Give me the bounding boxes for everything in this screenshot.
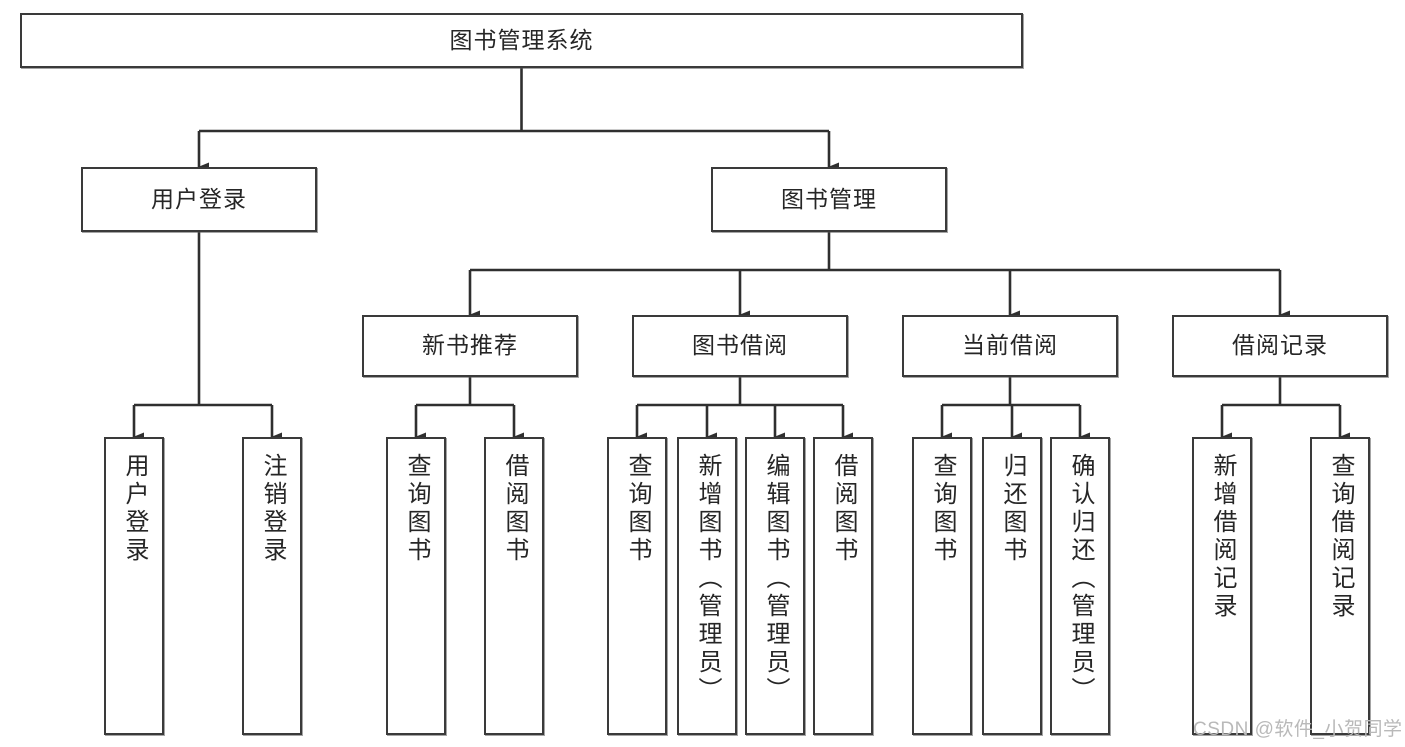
node-leaf_br_query[interactable]: 查询借阅记录 — [1310, 437, 1370, 735]
node-label-current_borrow: 当前借阅 — [962, 332, 1058, 359]
node-label-book_borrow: 图书借阅 — [692, 332, 788, 359]
node-leaf_cb_return[interactable]: 归还图书 — [982, 437, 1042, 735]
node-label-book_mgmt: 图书管理 — [781, 185, 877, 212]
node-leaf_cb_confirm[interactable]: 确认归还（管理员） — [1050, 437, 1110, 735]
node-label-leaf_bb_add: 新增图书（管理员） — [694, 453, 721, 705]
node-leaf_br_add[interactable]: 新增借阅记录 — [1192, 437, 1252, 735]
node-label-user_login: 用户登录 — [151, 185, 247, 212]
node-book_borrow[interactable]: 图书借阅 — [632, 315, 848, 377]
node-new_book_rec[interactable]: 新书推荐 — [362, 315, 578, 377]
node-leaf_cb_query[interactable]: 查询图书 — [912, 437, 972, 735]
node-label-root: 图书管理系统 — [449, 26, 594, 53]
node-label-leaf_user_login: 用户登录 — [121, 453, 148, 565]
node-leaf_bb_add[interactable]: 新增图书（管理员） — [677, 437, 737, 735]
node-label-leaf_bb_borrow: 借阅图书 — [830, 453, 857, 565]
node-label-leaf_br_add: 新增借阅记录 — [1209, 453, 1236, 621]
node-leaf_user_login[interactable]: 用户登录 — [104, 437, 164, 735]
node-label-leaf_cb_confirm: 确认归还（管理员） — [1067, 453, 1094, 705]
node-leaf_bb_query[interactable]: 查询图书 — [607, 437, 667, 735]
node-current_borrow[interactable]: 当前借阅 — [902, 315, 1118, 377]
node-label-leaf_cb_query: 查询图书 — [929, 453, 956, 565]
node-label-leaf_rec_query: 查询图书 — [403, 453, 430, 565]
connector-lines — [132, 68, 1350, 442]
node-user_login[interactable]: 用户登录 — [81, 167, 317, 232]
node-label-leaf_br_query: 查询借阅记录 — [1327, 453, 1354, 621]
node-label-leaf_bb_query: 查询图书 — [624, 453, 651, 565]
node-leaf_user_logout[interactable]: 注销登录 — [242, 437, 302, 735]
node-leaf_rec_borrow[interactable]: 借阅图书 — [484, 437, 544, 735]
node-label-leaf_bb_edit: 编辑图书（管理员） — [762, 453, 789, 705]
node-label-leaf_cb_return: 归还图书 — [999, 453, 1026, 565]
node-label-leaf_user_logout: 注销登录 — [259, 453, 286, 565]
node-borrow_record[interactable]: 借阅记录 — [1172, 315, 1388, 377]
node-label-borrow_record: 借阅记录 — [1232, 332, 1328, 359]
node-label-new_book_rec: 新书推荐 — [422, 332, 518, 359]
node-book_mgmt[interactable]: 图书管理 — [711, 167, 947, 232]
node-leaf_rec_query[interactable]: 查询图书 — [386, 437, 446, 735]
node-leaf_bb_edit[interactable]: 编辑图书（管理员） — [745, 437, 805, 735]
node-root[interactable]: 图书管理系统 — [20, 13, 1023, 68]
node-label-leaf_rec_borrow: 借阅图书 — [501, 453, 528, 565]
node-leaf_bb_borrow[interactable]: 借阅图书 — [813, 437, 873, 735]
